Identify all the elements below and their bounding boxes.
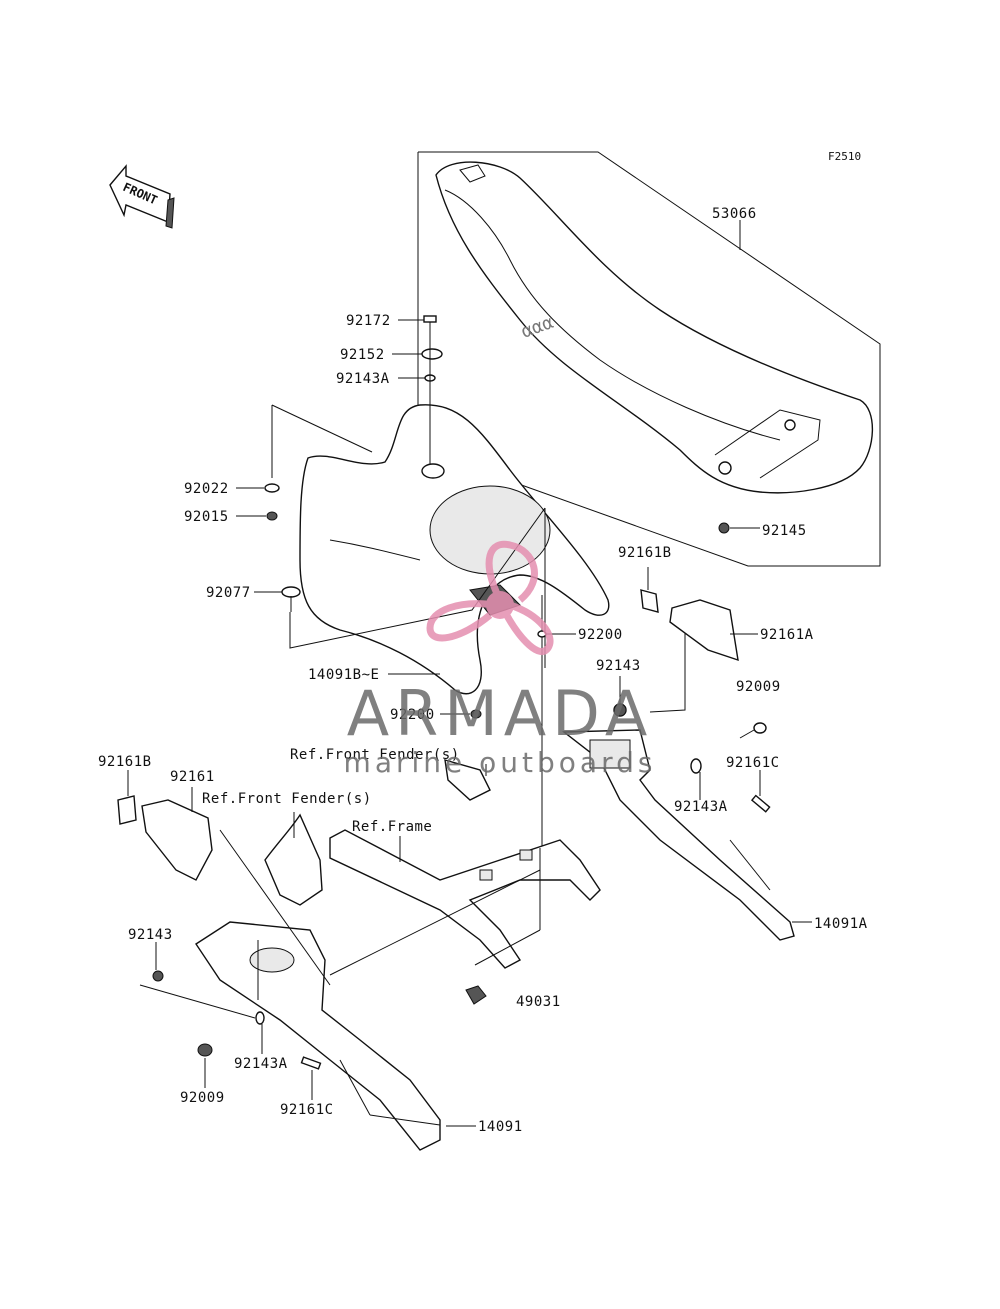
label-92143a-left: 92143A [234,1056,288,1072]
label-ref-front-fender-2: Ref.Front Fender(s) [202,791,372,807]
pad-92161a-icon [669,599,739,662]
washer-92143a-right-icon [690,758,702,774]
bolt-92172-icon [423,315,437,330]
label-92009-right: 92009 [736,679,781,695]
label-92161: 92161 [170,769,215,785]
clip-49031-icon [465,985,487,1005]
strip-92161c-left-icon [300,1056,322,1070]
part-labels: 53066 92172 92152 92143A 92022 92015 920… [98,206,868,1135]
nut-92015-icon [266,511,278,521]
label-92152: 92152 [340,347,385,363]
nut-92145-icon [718,522,730,534]
fender-cover-14091b-e [299,404,610,695]
label-49031: 49031 [516,994,561,1010]
label-92161c-right: 92161C [726,755,780,771]
label-53066: 53066 [712,206,757,222]
pad-92161-icon [141,799,213,881]
nut-92143-left-icon [152,970,164,982]
label-92200-mid: 92200 [390,707,435,723]
armada-watermark: ARMADA marine outboards [344,540,657,779]
watermark-brand: ARMADA [347,677,653,750]
label-ref-frame: Ref.Frame [352,819,432,835]
washer-92022-icon [264,483,280,493]
bolt-92009-left-icon [197,1043,213,1057]
bolt-92009-right-icon [739,722,767,739]
label-14091b-e: 14091B~E [308,667,379,683]
label-92161c-left: 92161C [280,1102,334,1118]
label-92161b-left: 92161B [98,754,152,770]
label-14091a: 14091A [814,916,868,932]
propeller-logo-icon [426,540,554,655]
label-92161b-right: 92161B [618,545,672,561]
label-92172: 92172 [346,313,391,329]
strip-92161c-right-icon [750,794,771,813]
leader-lines [127,220,812,1127]
label-92143-mid: 92143 [596,658,641,674]
label-92009-left: 92009 [180,1090,225,1106]
label-92143a-top: 92143A [336,371,390,387]
washer-92143a-left-icon [255,1011,265,1025]
label-92161a: 92161A [760,627,814,643]
front-arrow-icon: FRONT [109,164,175,229]
label-92143-left: 92143 [128,927,173,943]
side-cover-14091a [562,703,795,941]
grommet-92077-icon [281,586,301,612]
label-92022: 92022 [184,481,229,497]
watermark-tagline: marine outboards [344,746,657,779]
figure-code: F2510 [828,150,861,163]
nut-92200-mid-icon [470,709,482,719]
pad-92161b-left-icon [117,795,137,825]
label-92200-right: 92200 [578,627,623,643]
frame-ref [329,759,601,969]
label-92077: 92077 [206,585,251,601]
pad-92161b-right-icon [640,589,659,613]
label-ref-front-fender-1: Ref.Front Fender(s) [290,747,460,763]
label-92015: 92015 [184,509,229,525]
label-92145: 92145 [762,523,807,539]
seat-53066: ααα [435,161,874,494]
label-14091: 14091 [478,1119,523,1135]
side-cover-14091 [195,921,441,1151]
label-92143a-right: 92143A [674,799,728,815]
washer-92152-icon [421,348,443,360]
